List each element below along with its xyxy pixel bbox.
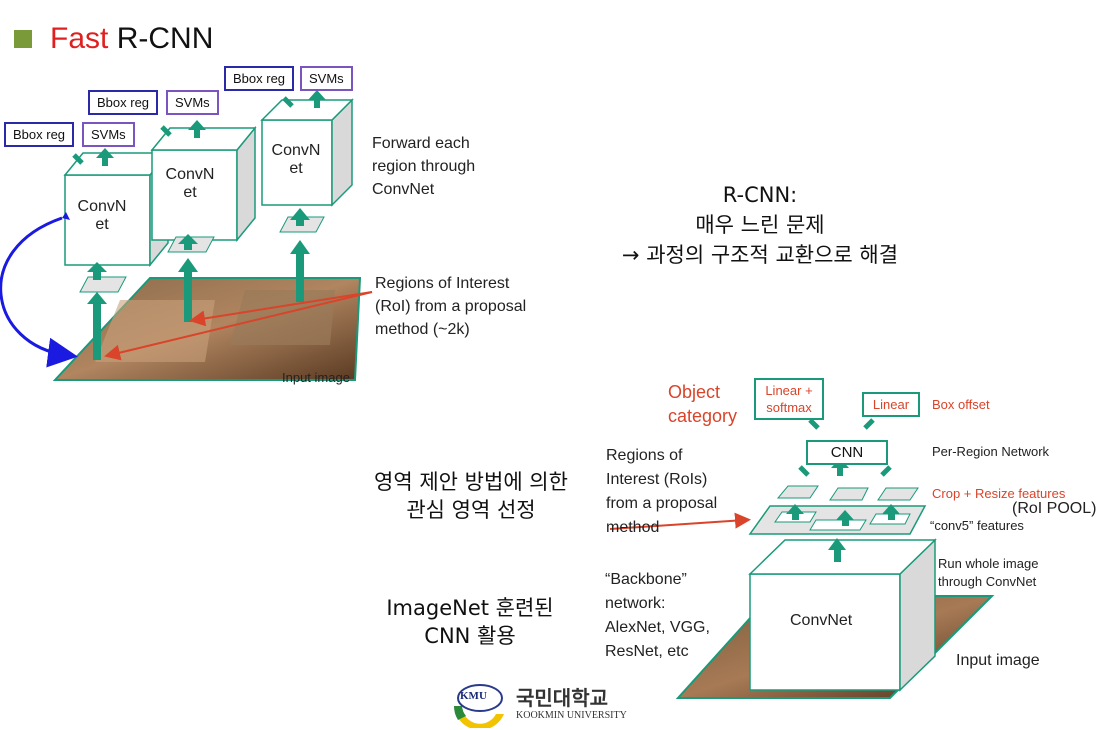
svms-box-3: SVMs xyxy=(300,66,353,91)
backbone-text: “Backbone” network: AlexNet, VGG, ResNet… xyxy=(605,568,710,664)
run-whole-line2: through ConvNet xyxy=(938,574,1037,589)
roi-pool-label: (RoI POOL) xyxy=(1012,500,1097,517)
convnet-label-2: ConvN et xyxy=(160,166,220,202)
forward-text: Forward each region through ConvNet xyxy=(372,132,475,201)
bbox-reg-box-3: Bbox reg xyxy=(224,66,295,91)
roi-text: Regions of Interest (RoI) from a proposa… xyxy=(375,272,526,341)
logo-name-en: KOOKMIN UNIVERSITY xyxy=(516,710,627,721)
roi-text-line3: method (~2k) xyxy=(375,321,470,338)
input-image-label-right: Input image xyxy=(956,652,1040,669)
regions-text-line3: from a proposal xyxy=(606,495,718,512)
convnet-label-right: ConvNet xyxy=(790,612,853,629)
object-category-line1: Object xyxy=(668,382,721,402)
roi-select-note: 영역 제안 방법에 의한 관심 영역 선정 xyxy=(340,468,602,524)
forward-text-line2: region through xyxy=(372,158,476,175)
run-whole-label: Run whole image through ConvNet xyxy=(938,555,1038,591)
backbone-text-line4: ResNet, etc xyxy=(605,643,689,660)
center-note-line1: R-CNN: xyxy=(722,183,798,207)
convnet-label-2-line1: ConvN xyxy=(165,166,215,183)
roi-text-line2: (RoI) from a proposal xyxy=(375,298,527,315)
convnet-label-1-line1: ConvN xyxy=(77,198,127,215)
roi-select-line1: 영역 제안 방법에 의한 xyxy=(374,470,568,494)
linear-softmax-line1: Linear + xyxy=(765,383,813,398)
backbone-text-line1: “Backbone” xyxy=(605,571,687,588)
regions-text-line2: Interest (RoIs) xyxy=(606,471,708,488)
box-offset-label: Box offset xyxy=(932,397,990,412)
center-note-line3: → 과정의 구조적 교환으로 해결 xyxy=(621,243,899,267)
convnet-label-2-line2: et xyxy=(183,184,197,201)
input-image-label-left: Input image xyxy=(282,370,350,385)
convnet-label-3-line1: ConvN xyxy=(271,142,321,159)
linear-softmax-box: Linear + softmax xyxy=(754,378,824,420)
convnet-label-3-line2: et xyxy=(289,160,303,177)
center-note-line2: 매우 느린 문제 xyxy=(695,213,825,237)
slide-title: Fast R-CNN xyxy=(50,22,213,56)
university-logo: KMU 국민대학교 KOOKMIN UNIVERSITY xyxy=(450,680,640,728)
center-note: R-CNN: 매우 느린 문제 → 과정의 구조적 교환으로 해결 xyxy=(560,180,960,270)
forward-text-line1: Forward each xyxy=(372,135,470,152)
fast-rcnn-diagram xyxy=(609,418,995,699)
linear-softmax-line2: softmax xyxy=(766,400,812,415)
imagenet-line1: ImageNet 훈련된 xyxy=(386,596,554,620)
backbone-text-line3: AlexNet, VGG, xyxy=(605,619,710,636)
run-whole-line1: Run whole image xyxy=(938,556,1039,571)
backbone-text-line2: network: xyxy=(605,595,666,612)
imagenet-line2: CNN 활용 xyxy=(424,624,516,648)
roi-text-line1: Regions of Interest xyxy=(375,275,510,292)
linear-box: Linear xyxy=(862,392,920,417)
forward-text-line3: ConvNet xyxy=(372,181,435,198)
object-category-label: Object category xyxy=(668,380,737,428)
bbox-reg-box-1: Bbox reg xyxy=(4,122,75,147)
rcnn-diagram xyxy=(0,90,373,381)
convnet-cube-3 xyxy=(260,98,354,207)
object-category-line2: category xyxy=(668,406,738,426)
conv5-label: “conv5” features xyxy=(930,518,1024,533)
roi-select-line2: 관심 영역 선정 xyxy=(406,498,536,522)
logo-name-kr: 국민대학교 xyxy=(516,686,608,710)
title-suffix: R-CNN xyxy=(116,22,214,55)
title-bullet xyxy=(14,30,32,48)
convnet-label-3: ConvN et xyxy=(266,142,326,178)
imagenet-note: ImageNet 훈련된 CNN 활용 xyxy=(360,594,580,650)
convnet-cube-2 xyxy=(150,125,257,243)
regions-text-line4: method xyxy=(606,519,660,536)
per-region-label: Per-Region Network xyxy=(932,444,1050,459)
svms-box-2: SVMs xyxy=(166,90,219,115)
regions-text: Regions of Interest (RoIs) from a propos… xyxy=(606,444,717,540)
logo-emblem-icon xyxy=(453,684,504,728)
convnet-label-1: ConvN et xyxy=(72,198,132,234)
cnn-box: CNN xyxy=(806,440,888,465)
bbox-reg-box-2: Bbox reg xyxy=(88,90,159,115)
convnet-label-1-line2: et xyxy=(95,216,109,233)
svms-box-1: SVMs xyxy=(82,122,135,147)
title-prefix: Fast xyxy=(50,22,109,55)
crop-resize-label: Crop + Resize features xyxy=(932,486,1066,501)
regions-text-line1: Regions of xyxy=(606,447,683,464)
logo-badge: KMU xyxy=(460,690,487,702)
